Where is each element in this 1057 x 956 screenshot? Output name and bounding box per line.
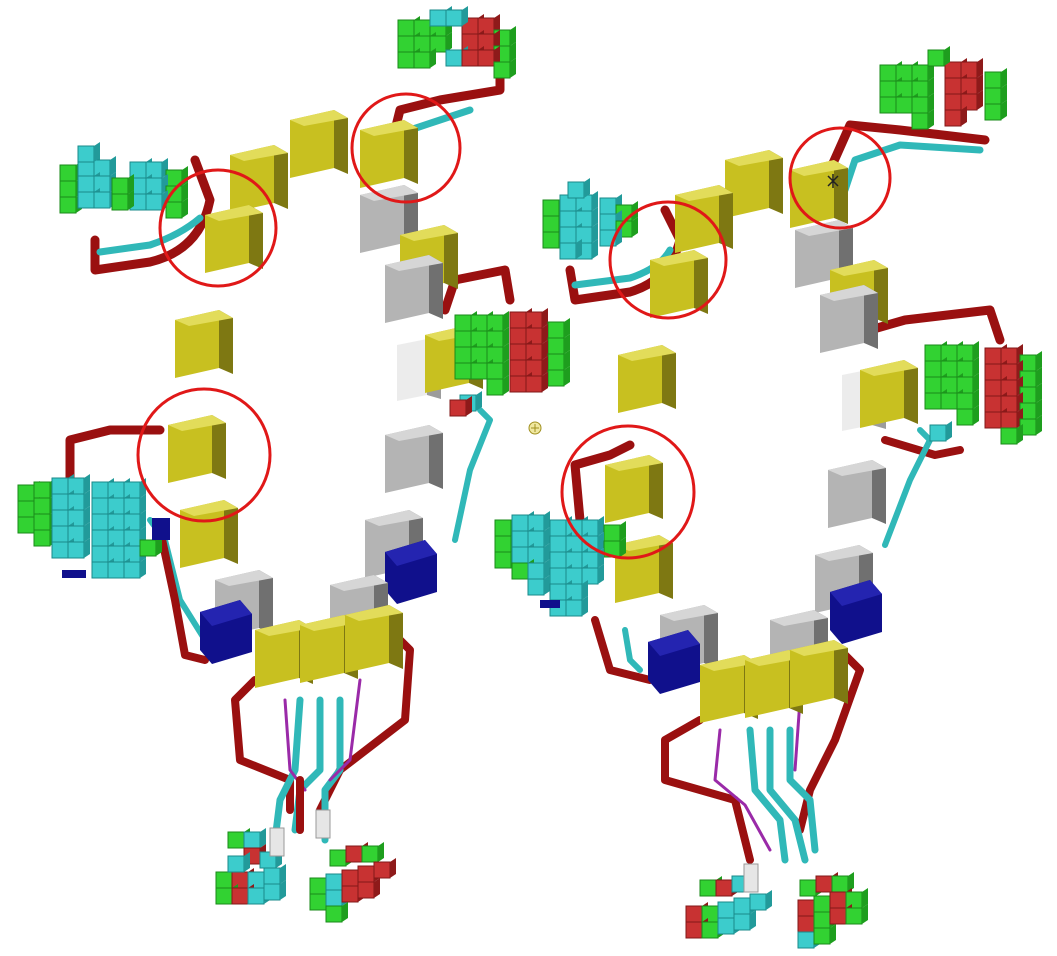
right-cabinet-right — [924, 340, 1043, 445]
center-marker — [528, 421, 542, 435]
highlight-circle — [560, 424, 696, 560]
left-ring-assembly — [17, 5, 571, 923]
pipe-cyan — [766, 726, 809, 864]
pipe-red — [90, 155, 215, 275]
pipe-red — [796, 646, 864, 834]
magnet-block — [605, 455, 663, 523]
magnet-block — [200, 600, 252, 664]
magnet-block — [360, 120, 418, 188]
pipe-cyan — [882, 427, 933, 548]
pipe-purple — [328, 678, 362, 782]
cabinet-module — [749, 889, 773, 911]
left-highlights — [136, 92, 462, 523]
pipe-cyan — [96, 214, 204, 256]
pipe-cyan — [841, 141, 984, 194]
cabinet-module — [165, 165, 189, 187]
left-cabinet-left — [17, 473, 170, 579]
pipe-red — [440, 265, 515, 315]
highlight-circle — [608, 200, 728, 320]
right-cabinet-top-left — [542, 177, 639, 260]
right-ring-assembly — [494, 45, 1043, 949]
right-magnet-ring — [605, 150, 918, 723]
pipe-red — [65, 425, 165, 505]
pipe-cyan — [786, 726, 819, 854]
magnet-block — [345, 605, 403, 673]
magnet-block — [180, 500, 238, 568]
right-cabinet-bottom-right — [797, 871, 869, 949]
highlight-circle — [350, 92, 462, 204]
right-cabinet-top-right — [879, 45, 1008, 130]
magnet-block — [175, 310, 233, 378]
pipe-cyan — [746, 726, 789, 864]
highlight-circle — [788, 126, 892, 230]
pipe-red — [661, 716, 754, 864]
magnet-block — [290, 110, 348, 178]
left-cabinet-bottom-right — [309, 809, 397, 923]
pipe-cyan — [452, 407, 493, 543]
cabinet-module — [927, 45, 951, 67]
magnet-block — [828, 460, 886, 528]
cabinet-module — [547, 317, 571, 339]
magnet-block — [648, 630, 700, 694]
pipe-red — [825, 120, 990, 175]
cabinet-module — [567, 177, 591, 199]
highlight-circle — [136, 387, 272, 523]
pipe-red — [231, 676, 294, 814]
pipe-red — [865, 305, 1005, 345]
magnet-block — [820, 285, 878, 353]
pipe-red — [881, 436, 964, 459]
left-cabinet-bottom-left — [215, 827, 287, 905]
cabinet-module — [227, 851, 251, 873]
pipe-cyan — [622, 627, 643, 673]
highlight-circle — [158, 168, 278, 288]
cursor-marker — [827, 174, 839, 188]
magnet-block — [725, 150, 783, 218]
magnet-block — [790, 640, 848, 708]
magnet-block — [860, 360, 918, 428]
pipe-red — [156, 526, 209, 664]
pipe-purple — [713, 728, 772, 852]
left-magnet-ring — [168, 110, 483, 688]
right-highlights — [560, 126, 892, 560]
magnet-block — [205, 205, 263, 273]
pipe-red — [570, 440, 635, 525]
magnet-block — [385, 255, 443, 323]
left-cabinet-top-right — [397, 5, 517, 79]
left-cabinet-right — [449, 307, 571, 417]
right-cabinet-left — [494, 510, 627, 617]
pipe-cyan — [271, 696, 304, 844]
magnet-block — [230, 145, 288, 213]
magnet-block — [168, 415, 226, 483]
magnet-block — [618, 345, 676, 413]
right-cabinet-bottom-left — [685, 863, 773, 939]
cabinet-module — [1019, 350, 1043, 372]
cabinet-module — [77, 141, 101, 163]
cabinet-module — [984, 67, 1008, 89]
cabinet-module — [929, 420, 953, 442]
cabinet-module — [603, 520, 627, 542]
magnet-block — [385, 425, 443, 493]
pipe-red — [591, 616, 654, 684]
magnet-block — [790, 160, 848, 228]
left-cabinet-top-left — [59, 141, 189, 219]
